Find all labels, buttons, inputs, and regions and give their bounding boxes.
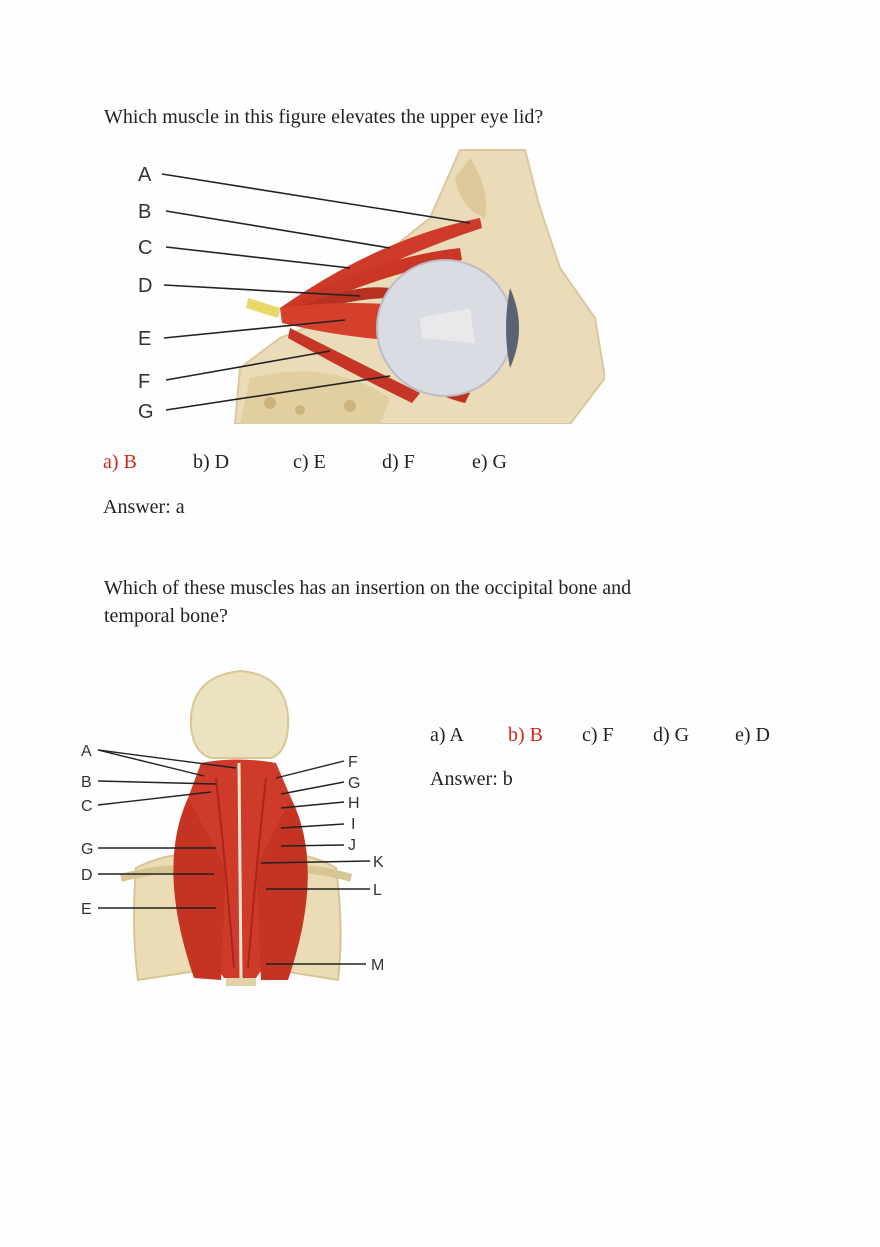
eye-label-b: B <box>138 201 151 223</box>
question-2-line-1: Which of these muscles has an insertion … <box>104 577 632 599</box>
neck-label-h: H <box>348 795 360 812</box>
eye-label-e: E <box>138 328 151 350</box>
eye-label-d: D <box>138 275 152 297</box>
neck-label-g-right: G <box>348 775 360 792</box>
neck-label-k: K <box>373 854 384 871</box>
question-2-line-2: temporal bone? <box>104 605 228 627</box>
q1-option-c[interactable]: c) E <box>293 451 326 473</box>
q1-option-d[interactable]: d) F <box>382 451 415 473</box>
neck-label-b: B <box>81 774 92 791</box>
neck-muscles-figure: A B C G D E F G H I J K L M <box>81 669 384 986</box>
neck-label-c: C <box>81 798 93 815</box>
eye-muscles-figure: A B C D E F G <box>138 149 605 424</box>
q2-option-d[interactable]: d) G <box>653 724 690 746</box>
q2-option-e[interactable]: e) D <box>735 724 770 746</box>
eye-label-g: G <box>138 401 154 423</box>
eye-label-f: F <box>138 371 150 393</box>
q2-option-a[interactable]: a) A <box>430 724 464 746</box>
eye-label-c: C <box>138 237 152 259</box>
q2-option-b[interactable]: b) B <box>508 724 543 746</box>
question-2-text: Which of these muscles has an insertion … <box>104 574 631 630</box>
neck-label-e: E <box>81 901 92 918</box>
question-1-text: Which muscle in this figure elevates the… <box>104 106 544 128</box>
q1-option-a[interactable]: a) B <box>103 451 137 473</box>
q1-option-e[interactable]: e) G <box>472 451 507 473</box>
q1-answer: Answer: a <box>103 496 185 518</box>
neck-label-i: I <box>351 816 355 833</box>
neck-label-g-left: G <box>81 841 93 858</box>
neck-label-a: A <box>81 743 92 760</box>
q2-answer: Answer: b <box>430 768 513 790</box>
eye-label-a: A <box>138 164 152 186</box>
neck-label-j: J <box>348 837 356 854</box>
neck-label-d: D <box>81 867 93 884</box>
neck-label-l: L <box>373 882 382 899</box>
q1-option-b[interactable]: b) D <box>193 451 230 473</box>
neck-label-f: F <box>348 754 358 771</box>
q2-option-c[interactable]: c) F <box>582 724 614 746</box>
neck-label-m: M <box>371 957 384 974</box>
